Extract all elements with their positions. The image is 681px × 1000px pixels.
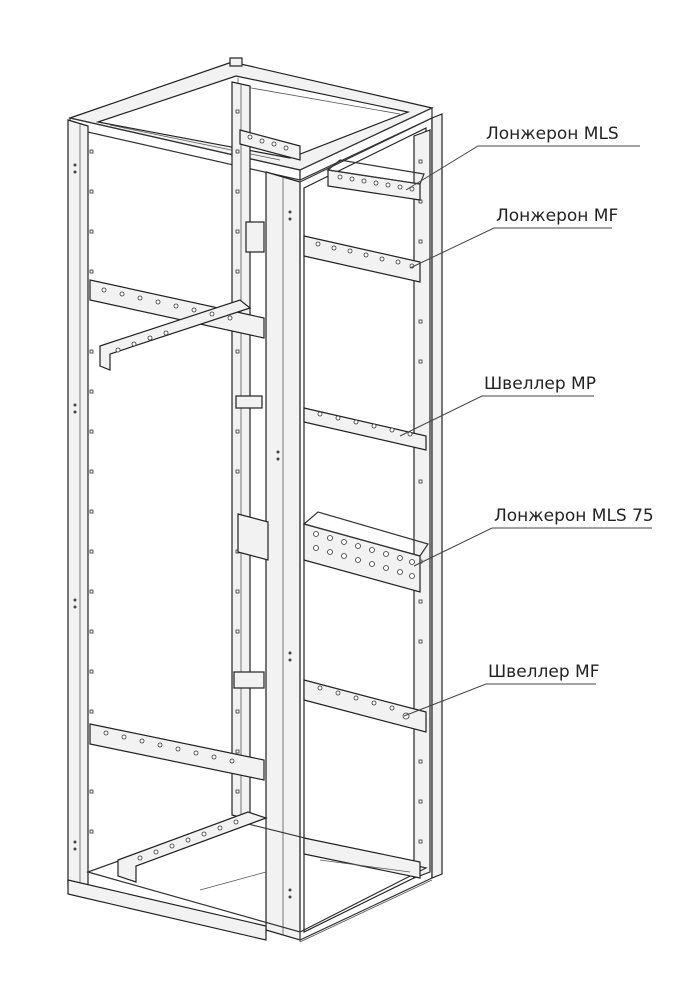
rear-mid-brackets (233, 221, 269, 689)
callout-longeron-mls: Лонжерон MLS (486, 124, 619, 144)
left-lower-beam (89, 723, 265, 781)
front-right-post (265, 171, 301, 941)
callout-channel-mf: Швеллер MF (488, 662, 600, 682)
bottom-tray (117, 811, 421, 891)
channel-mp (303, 407, 427, 451)
rear-left-post (231, 81, 251, 821)
right-side-frame (299, 113, 443, 941)
callout-longeron-mls75: Лонжерон MLS 75 (494, 506, 654, 526)
top-frame (67, 57, 434, 181)
longeron-mls (326, 159, 425, 201)
callout-longeron-mf: Лонжерон MF (496, 206, 618, 226)
left-front-post (67, 119, 94, 893)
longeron-mls75 (302, 511, 429, 593)
rear-top-beam (239, 129, 301, 161)
longeron-mf (303, 235, 421, 283)
callout-leaders (399, 145, 652, 717)
callout-channel-mp: Швеллер MP (484, 374, 596, 394)
left-upper-beam (89, 279, 265, 371)
channel-mf (303, 679, 427, 733)
